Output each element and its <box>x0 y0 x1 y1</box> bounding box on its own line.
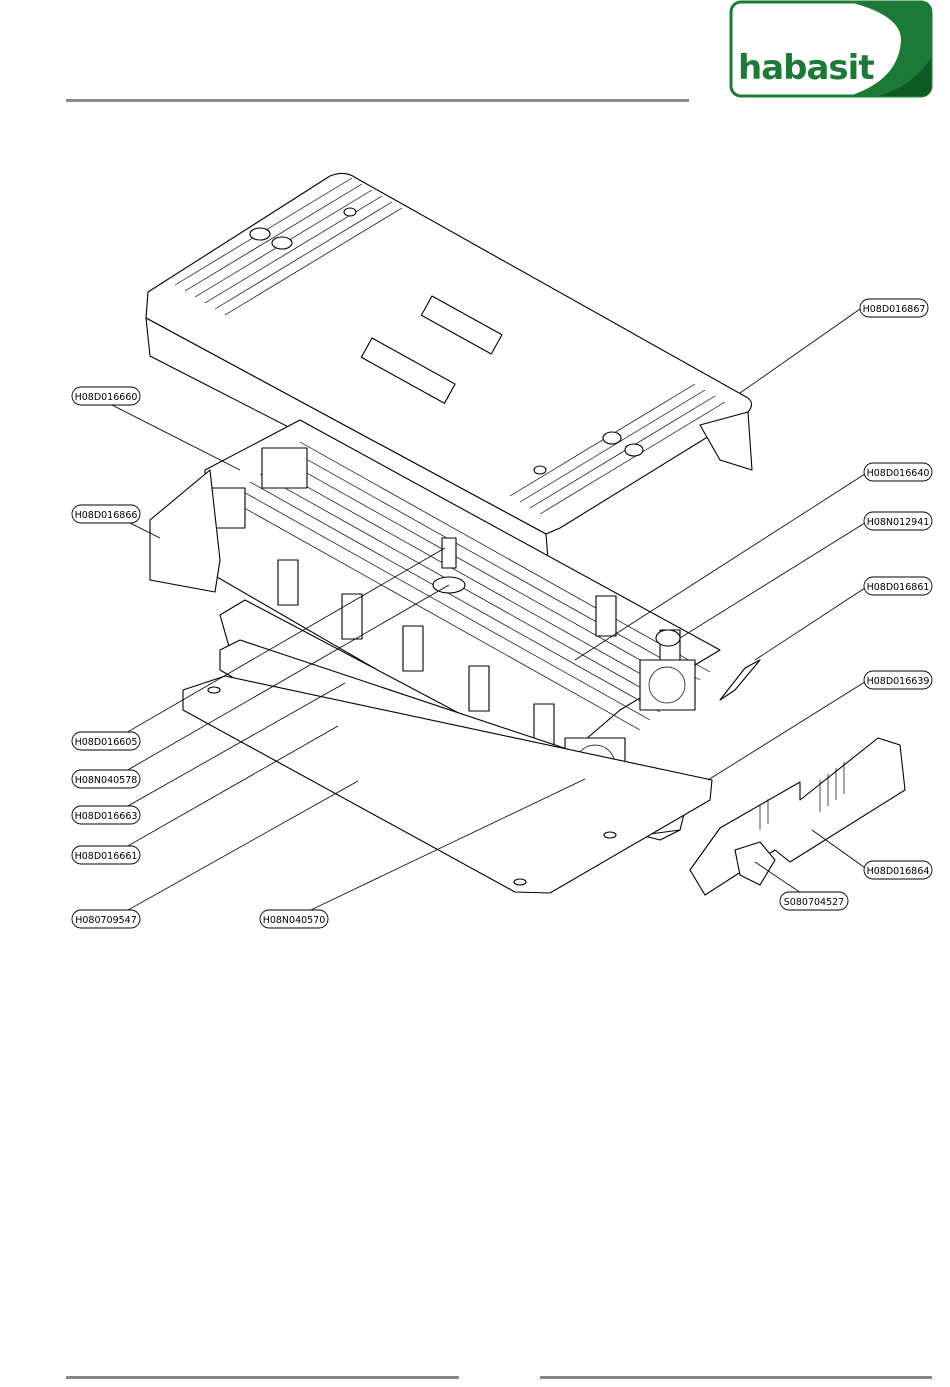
callout-right-support: H08D016639 <box>864 671 932 689</box>
callout-side-panel: H08D016864 <box>864 861 932 879</box>
callout-knob: H08N012941 <box>864 512 932 530</box>
callout-fan: H08N040570 <box>260 910 328 928</box>
label-left-end-plate: H08D016866 <box>75 510 138 521</box>
label-lever: H08D016861 <box>867 582 930 593</box>
callout-left-support: H08D016660 <box>72 387 140 405</box>
label-sensor: H08D016605 <box>75 737 138 748</box>
callout-base-plate: H080709547 <box>72 910 140 928</box>
label-switch: S080704527 <box>784 897 844 908</box>
left-end-plate-part <box>150 470 220 592</box>
label-side-panel: H08D016864 <box>867 866 930 877</box>
label-right-support: H08D016639 <box>867 676 930 687</box>
label-base-plate: H080709547 <box>75 915 137 926</box>
label-left-support: H08D016660 <box>75 392 138 403</box>
callout-insulation-top: H08D016663 <box>72 806 140 824</box>
callout-sensor: H08D016605 <box>72 732 140 750</box>
label-fan: H08N040570 <box>263 915 326 926</box>
label-mount: H08N040578 <box>75 775 138 786</box>
callout-mount: H08N040578 <box>72 770 140 788</box>
label-insulation-bottom: H08D016661 <box>75 851 138 862</box>
callout-cover: H08D016867 <box>860 299 928 317</box>
label-insulation-top: H08D016663 <box>75 811 138 822</box>
label-knob: H08N012941 <box>867 517 930 528</box>
callout-heatsink: H08D016640 <box>864 463 932 481</box>
callout-lever: H08D016861 <box>864 577 932 595</box>
callout-insulation-bottom: H08D016661 <box>72 846 140 864</box>
callout-switch: S080704527 <box>780 892 848 910</box>
label-cover: H08D016867 <box>863 304 926 315</box>
lever-part <box>720 660 760 700</box>
knob-part <box>656 630 680 646</box>
label-heatsink: H08D016640 <box>867 468 930 479</box>
callout-left-end-plate: H08D016866 <box>72 505 140 523</box>
